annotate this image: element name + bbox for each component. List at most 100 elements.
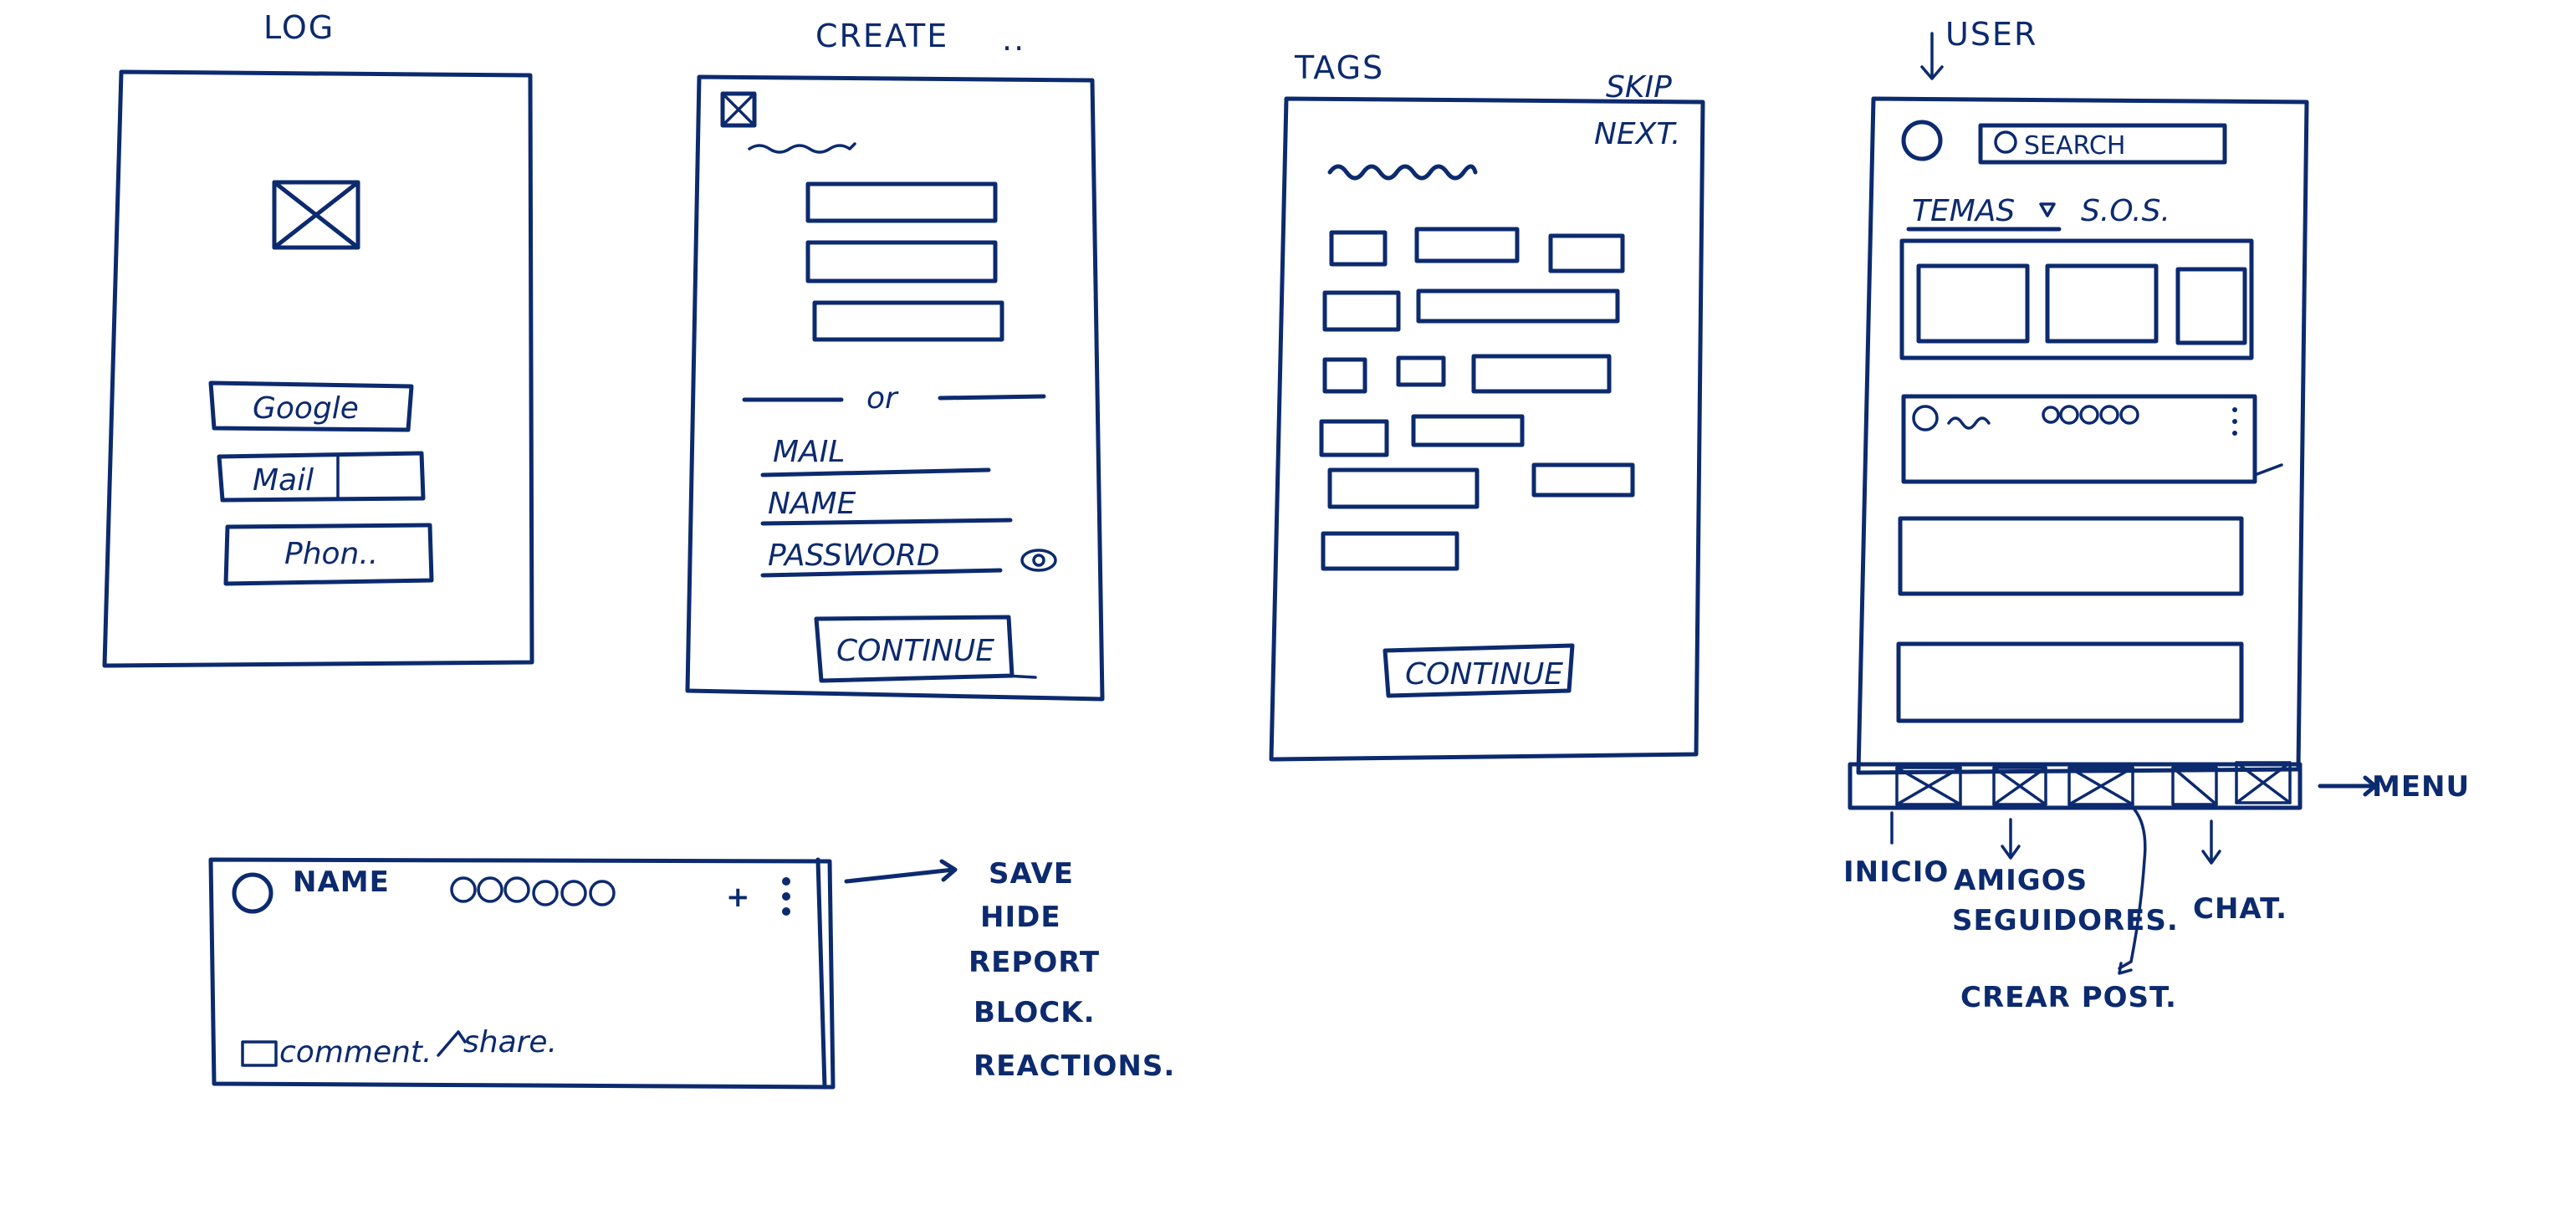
- option-save[interactable]: SAVE: [989, 857, 1074, 891]
- reaction-icons: [2042, 405, 2139, 425]
- google-button-label: Google: [253, 391, 359, 426]
- tag-chip[interactable]: [1322, 290, 1401, 332]
- create-title: CREATE: [815, 18, 948, 54]
- tag-chip[interactable]: [1411, 414, 1525, 447]
- next-link[interactable]: NEXT.: [1594, 117, 1681, 151]
- user-screen: USER SEARCH TEMAS S.O.S.: [1843, 16, 2469, 1014]
- logo-placeholder-icon: [272, 180, 360, 250]
- nav-amigos-label: AMIGOS: [1954, 864, 2088, 897]
- log-screen: LOG Google Mail Phon..: [102, 9, 534, 668]
- tag-chip[interactable]: [1321, 531, 1459, 571]
- mail-field-line[interactable]: [760, 467, 991, 477]
- create-field-1[interactable]: [805, 181, 998, 223]
- feed-post-placeholder[interactable]: [1896, 641, 2244, 723]
- password-field-label: PASSWORD: [768, 539, 940, 573]
- share-icon: [437, 1030, 467, 1057]
- create-continue-label: CONTINUE: [836, 634, 994, 668]
- name-field-line[interactable]: [760, 518, 1013, 526]
- nav-chat-icon[interactable]: [2171, 766, 2218, 806]
- mail-button-label: Mail: [253, 463, 314, 498]
- tab-temas[interactable]: TEMAS: [1912, 194, 2015, 228]
- tag-chip[interactable]: [1471, 354, 1612, 394]
- bottom-menu: [1848, 761, 2303, 810]
- nav-inicio-icon[interactable]: [1895, 766, 1962, 806]
- tags-frame: [1269, 96, 1705, 762]
- tags-continue-label: CONTINUE: [1405, 657, 1563, 692]
- chevron-down-icon: [2039, 202, 2056, 217]
- mail-field-label: MAIL: [773, 435, 845, 469]
- close-icon[interactable]: [720, 91, 757, 128]
- nav-extra-icon[interactable]: [2235, 761, 2292, 804]
- option-block[interactable]: BLOCK.: [974, 996, 1096, 1029]
- tag-chip[interactable]: [1414, 227, 1520, 263]
- search-label: SEARCH: [2024, 131, 2125, 161]
- create-frame: [685, 74, 1105, 702]
- create-header-scribble: [748, 142, 856, 154]
- svg-text:..: ..: [1002, 21, 1025, 58]
- share-label: share.: [463, 1025, 557, 1059]
- nav-inicio-label: INICIO: [1843, 855, 1949, 889]
- topic-card[interactable]: [1916, 263, 2030, 344]
- create-divider-text: or: [866, 381, 899, 416]
- mail-login-button[interactable]: Mail: [217, 451, 426, 503]
- search-bar[interactable]: SEARCH: [1978, 123, 2227, 165]
- nav-seguidores-label: SEGUIDORES.: [1952, 904, 2179, 937]
- create-continue-button[interactable]: CONTINUE: [814, 615, 1037, 683]
- tag-chip[interactable]: [1396, 355, 1446, 387]
- search-icon: [1994, 130, 2017, 154]
- nav-chat-label: CHAT.: [2193, 892, 2287, 926]
- tag-chip[interactable]: [1329, 230, 1388, 267]
- arrow-down-icon: [2201, 819, 2221, 865]
- phone-login-button[interactable]: Phon..: [223, 523, 434, 586]
- nav-amigos-icon[interactable]: [1992, 766, 2047, 806]
- tag-chip[interactable]: [1327, 467, 1480, 509]
- log-frame: [102, 69, 534, 668]
- more-options-icon[interactable]: [2232, 407, 2237, 436]
- avatar[interactable]: [1901, 120, 1943, 161]
- post-name-label: NAME: [293, 865, 390, 899]
- nav-crear-post-icon[interactable]: [2067, 766, 2134, 806]
- post-card-frame: [208, 857, 836, 1090]
- feed-post[interactable]: [1901, 394, 2283, 484]
- option-report[interactable]: REPORT: [969, 946, 1100, 979]
- tag-chips: [1319, 227, 1635, 571]
- arrow-right-icon: [844, 859, 958, 884]
- tags-screen: TAGS SKIP NEXT. CONTINUE: [1269, 49, 1705, 762]
- option-hide[interactable]: HIDE: [980, 901, 1061, 934]
- tag-chip[interactable]: [1416, 288, 1620, 324]
- more-options-icon[interactable]: [782, 877, 790, 916]
- arrow-down-icon: [2118, 808, 2147, 975]
- arrow-down-icon: [1920, 32, 1944, 80]
- feed-post-placeholder[interactable]: [1898, 516, 2244, 596]
- tag-chip[interactable]: [1319, 419, 1389, 457]
- arrow-right-icon: [2318, 775, 2378, 797]
- tag-chip[interactable]: [1531, 462, 1635, 498]
- reaction-icons: [450, 876, 616, 906]
- create-field-2[interactable]: [805, 240, 998, 283]
- tags-continue-button[interactable]: CONTINUE: [1383, 643, 1575, 698]
- tags-header-scribble: [1327, 164, 1478, 181]
- topic-card[interactable]: [2175, 267, 2247, 345]
- skip-link[interactable]: SKIP: [1606, 70, 1672, 105]
- comment-icon: [241, 1040, 278, 1067]
- option-reactions[interactable]: REACTIONS.: [974, 1049, 1175, 1083]
- share-button[interactable]: share.: [437, 1025, 557, 1059]
- topic-carousel: [1899, 238, 2254, 360]
- password-field-line[interactable]: [760, 568, 1003, 578]
- comment-button[interactable]: comment.: [241, 1035, 432, 1070]
- google-login-button[interactable]: Google: [208, 380, 414, 432]
- user-title: USER: [1945, 16, 2037, 53]
- eye-icon[interactable]: [1020, 549, 1057, 572]
- tag-chip[interactable]: [1548, 233, 1625, 273]
- avatar[interactable]: [232, 872, 273, 914]
- create-field-3[interactable]: [812, 300, 1004, 342]
- add-reaction-button[interactable]: +: [726, 881, 751, 914]
- topic-card[interactable]: [2045, 263, 2159, 344]
- log-title: LOG: [263, 9, 335, 46]
- tag-chip[interactable]: [1322, 357, 1367, 394]
- phone-button-label: Phon..: [284, 537, 378, 571]
- nav-crear-post-label: CREAR POST.: [1960, 981, 2177, 1014]
- tab-sos[interactable]: S.O.S.: [2081, 194, 2170, 228]
- create-screen: CREATE .. or MAIL NAME PASSWORD CONTINUE: [685, 18, 1105, 702]
